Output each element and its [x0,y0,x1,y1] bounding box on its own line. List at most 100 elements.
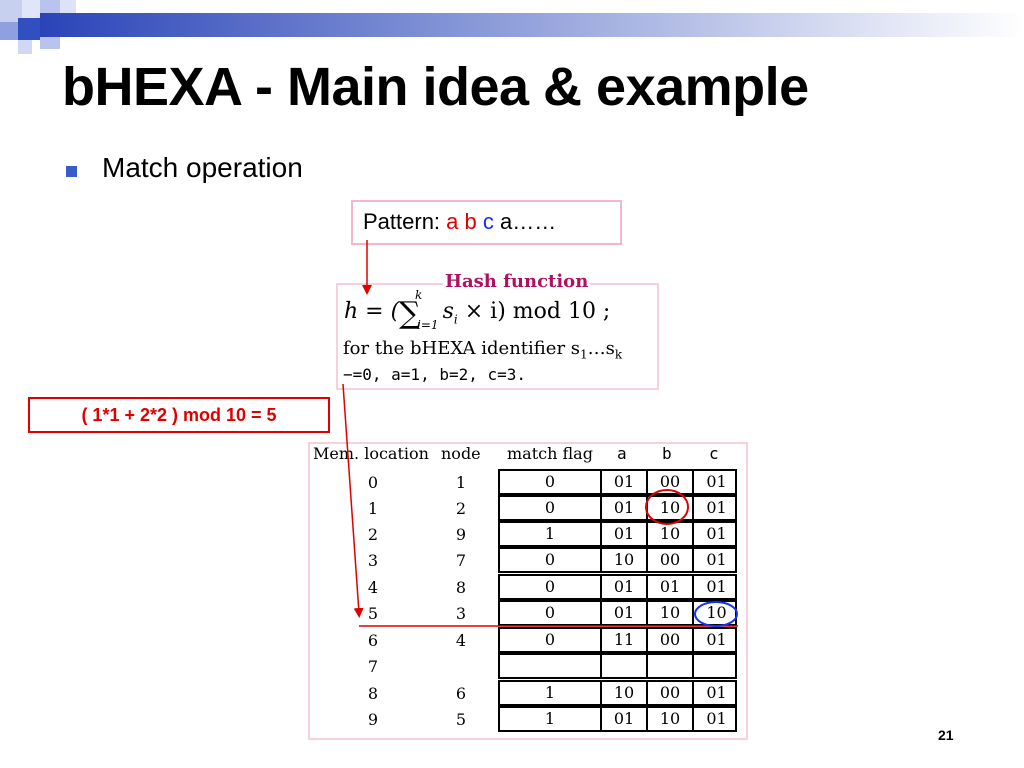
row-7-a [602,655,648,677]
pattern-char-b: b [464,209,477,234]
row-1-location: 1 [367,499,379,518]
header-b: b [662,444,672,463]
row-0-location: 0 [367,473,379,492]
row-4-location: 4 [367,578,379,597]
row-6-b: 00 [648,629,694,651]
pattern-char-c: c [482,209,494,234]
formula-sub: i [453,312,458,327]
bullet-square-icon [66,166,77,177]
formula-body: s [442,299,454,324]
slide-title: bHEXA - Main idea & example [62,57,809,117]
deco-square-1 [0,0,22,22]
row-3-b: 00 [648,549,694,571]
hash-function-title: Hash function [443,271,591,292]
sum-lower-limit: i=1 [417,318,439,332]
row-3-node: 7 [455,551,467,570]
sum-symbol: ∑ [399,296,421,331]
row-4-node: 8 [455,578,467,597]
deco-square-5 [40,0,60,13]
pattern-char-a: a [446,209,459,234]
row-0-flag: 0 [500,471,602,493]
row-1-a: 01 [602,497,648,519]
row-6-location: 6 [367,631,379,650]
sum-upper-limit: k [415,288,423,302]
row-6-c: 01 [706,630,727,649]
row-9-location: 9 [367,710,379,729]
row-8-b: 00 [648,682,694,704]
identifier-sub-k: k [614,347,623,362]
row-5-a: 01 [602,602,648,624]
row-6-flag: 0 [500,629,602,651]
pattern-char-rest: a…… [500,209,557,234]
row-9-c: 01 [706,709,727,728]
row-4-b: 01 [648,576,694,598]
row-2-location: 2 [367,525,379,544]
row-7-b [648,655,694,677]
deco-square-8 [60,0,76,13]
header-node: node [441,444,481,463]
hash-char-values: −=0, a=1, b=2, c=3. [343,365,527,384]
row-7-flag [500,655,602,677]
row-9-flag: 1 [500,708,602,730]
row-9-node: 5 [455,710,467,729]
deco-square-3 [0,22,18,40]
row-3-c: 01 [706,550,727,569]
row-1-c: 01 [706,498,727,517]
table-row [498,653,737,679]
memory-table-frame [308,442,748,740]
row-7-c [694,655,739,677]
row-5-c: 10 [706,603,727,622]
row-2-b: 10 [648,523,694,545]
pattern-label: Pattern: [363,209,441,234]
hash-identifier-line: for the bHEXA identifier s1…sk [343,338,622,362]
hash-formula: h = (∑si × i) mod 10 ; k i=1 [344,288,611,332]
deco-square-2 [22,0,40,18]
row-8-a: 10 [602,682,648,704]
identifier-prefix: for the bHEXA identifier s [343,338,581,359]
row-0-a: 01 [602,471,648,493]
row-9-a: 01 [602,708,648,730]
row-4-flag: 0 [500,576,602,598]
identifier-mid: …s [587,338,615,359]
row-8-c: 01 [706,683,727,702]
row-0-c: 01 [706,472,727,491]
row-1-b: 10 [648,497,694,519]
row-1-flag: 0 [500,497,602,519]
row-4-a: 01 [602,576,648,598]
bullet-match-operation: Match operation [102,152,303,183]
header-mem-location: Mem. location [313,444,429,463]
row-8-flag: 1 [500,682,602,704]
page-number: 21 [938,727,954,743]
pattern-box: Pattern: a b c a…… [351,200,622,245]
row-5-b: 10 [648,602,694,624]
row-5-location: 5 [367,604,379,623]
header-c: c [709,444,719,463]
row-9-b: 10 [648,708,694,730]
row-1-node: 2 [455,499,467,518]
header-gradient-bar [40,13,1024,37]
deco-square-4 [18,18,40,40]
row-3-a: 10 [602,549,648,571]
header-a: a [617,444,627,463]
row-2-flag: 1 [500,523,602,545]
row-0-node: 1 [455,473,467,492]
deco-square-6 [40,37,60,49]
row-2-c: 01 [706,524,727,543]
row-8-node: 6 [455,684,467,703]
header-match-flag: match flag [507,444,593,463]
row-6-a: 11 [602,629,648,651]
deco-square-7 [18,40,32,54]
formula-tail: × i) mod 10 ; [457,299,611,324]
row-8-location: 8 [367,684,379,703]
row-6-node: 4 [455,631,467,650]
row-3-location: 3 [367,551,379,570]
row-5-node: 3 [455,604,467,623]
row-5-flag: 0 [500,602,602,624]
